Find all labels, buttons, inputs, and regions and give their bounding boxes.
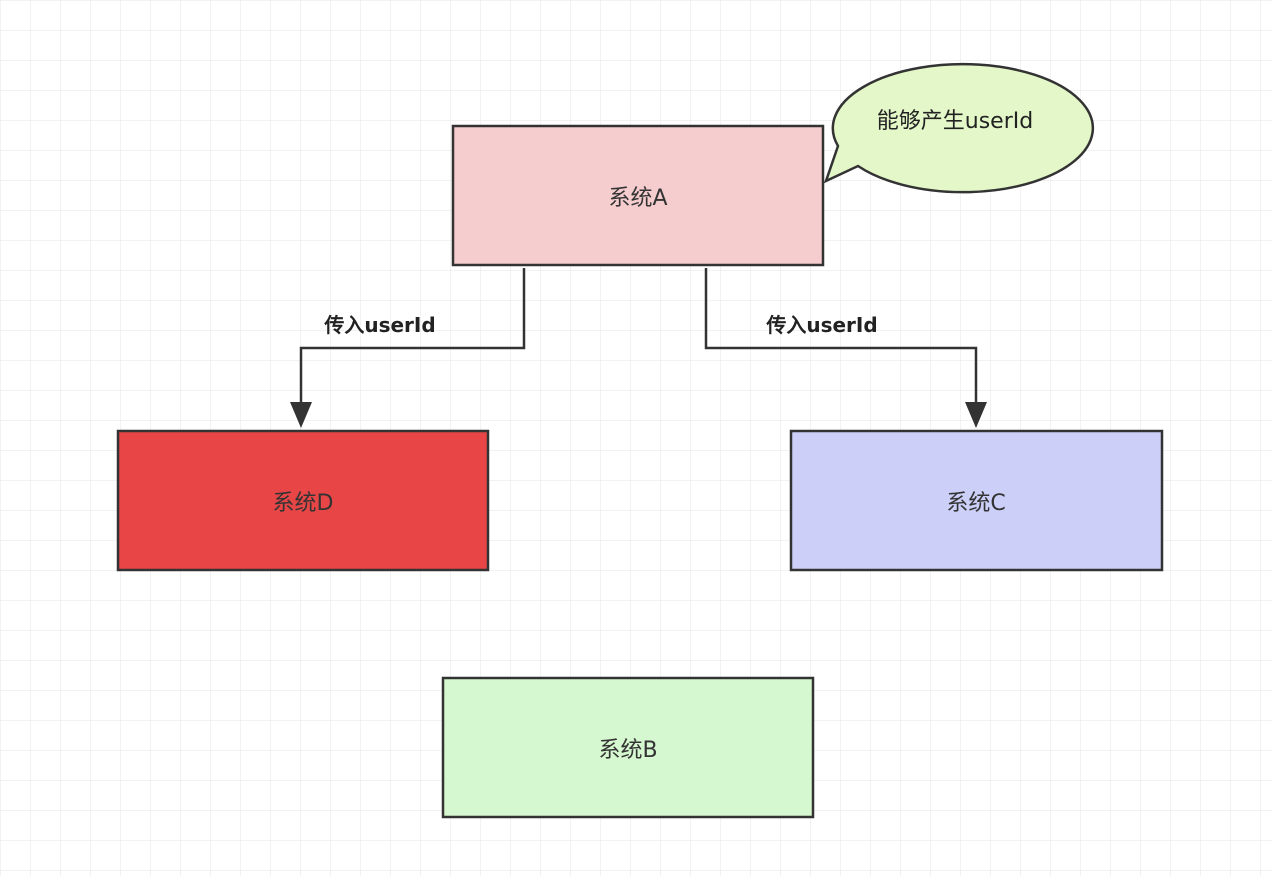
node-system-b[interactable]: 系统B <box>441 676 815 819</box>
node-system-c-box <box>789 429 1164 572</box>
edge-a-to-d-label: 传入userId <box>323 313 435 337</box>
speech-bubble-icon <box>823 62 1095 194</box>
node-system-b-box <box>441 676 815 819</box>
edge-a-to-c-label: 传入userId <box>765 313 877 337</box>
node-system-a-box <box>451 124 825 267</box>
node-system-d-label: 系统D <box>273 491 334 516</box>
arrowhead-icon <box>290 402 312 428</box>
callout-label: 能够产生userId <box>877 109 1033 134</box>
node-system-a[interactable]: 系统A <box>451 124 825 267</box>
node-system-d[interactable]: 系统D <box>116 429 490 572</box>
edge-a-to-c[interactable] <box>704 268 987 428</box>
callout-bubble[interactable]: 能够产生userId <box>823 62 1095 194</box>
edge-a-to-d[interactable] <box>290 268 526 428</box>
node-system-a-label: 系统A <box>608 186 667 211</box>
node-system-c-label: 系统C <box>946 491 1005 516</box>
arrowhead-icon <box>965 402 987 428</box>
node-system-c[interactable]: 系统C <box>789 429 1164 572</box>
node-system-d-box <box>116 429 490 572</box>
node-system-b-label: 系统B <box>598 738 657 763</box>
